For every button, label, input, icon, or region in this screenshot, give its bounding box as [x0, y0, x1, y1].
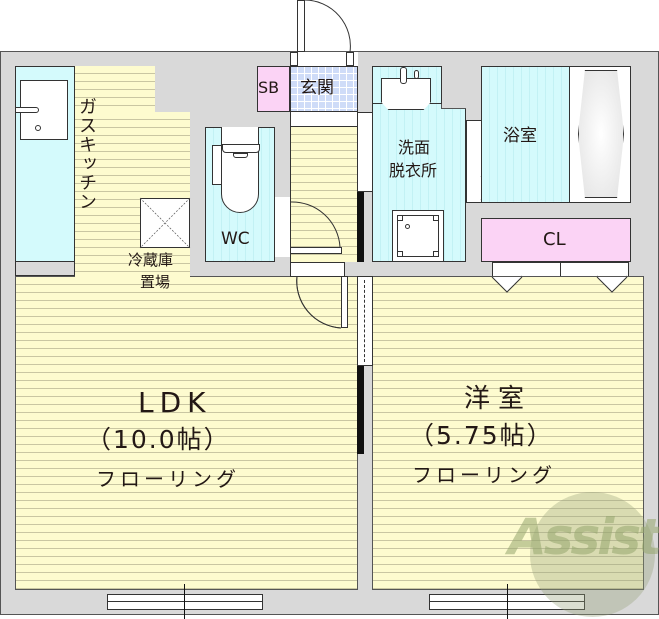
front-door-jamb-left — [290, 52, 298, 66]
hallway — [290, 127, 358, 262]
western-room-flooring: フローリング — [412, 463, 556, 487]
entrance-floor — [290, 66, 358, 112]
wc-doorway — [275, 197, 290, 257]
entrance-threshold — [290, 112, 358, 127]
bathroom-label: 浴室 — [503, 126, 537, 146]
bathroom-doorway — [466, 120, 482, 203]
ldk-size: （10.0帖） — [86, 425, 231, 454]
wc-door-leaf — [290, 247, 342, 254]
ldk-window — [107, 594, 263, 610]
vanity-tap — [414, 70, 419, 79]
closet-label: CL — [543, 229, 566, 250]
partition-dashline-overlay — [364, 280, 365, 362]
wm-corner-br — [433, 251, 439, 257]
ldk-room-main — [15, 276, 358, 590]
western-window-divider — [507, 584, 508, 619]
shoe-box — [257, 66, 290, 112]
western-room-size: （5.75帖） — [409, 421, 554, 450]
ldk-door-leaf-overlay — [341, 276, 348, 328]
partition-black-lower-overlay — [357, 366, 364, 454]
wm-drain — [405, 224, 410, 229]
watermark-circle — [530, 492, 655, 617]
western-room-name: 洋室 — [464, 384, 533, 414]
ldk-name: LDK — [138, 386, 212, 419]
front-door-swing-icon — [304, 0, 351, 53]
wm-corner-tl — [397, 215, 403, 221]
bathtub — [578, 70, 624, 198]
wc-label: WC — [221, 229, 250, 249]
fridge-label-2: 置場 — [140, 273, 171, 291]
western-room — [372, 276, 644, 590]
front-door-leaf — [297, 0, 305, 52]
washroom-notch-wall — [441, 66, 466, 109]
shoe-box-label: SB — [258, 78, 280, 97]
ldk-window-divider — [184, 584, 185, 619]
counter-base — [15, 262, 75, 276]
paper-holder — [212, 145, 222, 185]
front-door-jamb-right — [346, 52, 354, 66]
vanity-faucet — [400, 67, 407, 84]
wc-door-swing-icon — [289, 201, 341, 248]
entrance-step — [290, 52, 358, 66]
ldk-window-rail — [107, 601, 263, 602]
entrance-label: 玄関 — [300, 78, 334, 98]
toilet-handle — [233, 153, 248, 158]
kitchen-floor-lower — [75, 112, 190, 278]
fridge-label-1: 冷蔵庫 — [128, 251, 174, 269]
washroom-label-1: 洗面 — [398, 138, 431, 157]
closet-door-swing-overlay — [491, 276, 628, 293]
kitchen-label: ガスキッチン — [76, 97, 97, 211]
sliding-partition-upper — [357, 112, 373, 192]
closet-door-right — [560, 262, 629, 277]
partition-black-upper — [357, 192, 364, 262]
wm-corner-bl — [397, 251, 403, 257]
sliding-partition-lower-overlay — [357, 276, 373, 366]
vanity-basin — [381, 78, 431, 110]
partition-wall-lower — [358, 454, 372, 590]
ldk-flooring: フローリング — [96, 467, 240, 491]
toilet-seat-top — [222, 144, 260, 153]
faucet — [15, 107, 39, 113]
washroom-label-2: 脱衣所 — [389, 161, 438, 180]
ldk-door-arc-overlay — [296, 275, 342, 329]
closet — [481, 218, 631, 262]
fridge-cross-icon — [139, 197, 191, 249]
wm-corner-tr — [433, 215, 439, 221]
washing-machine-inner — [397, 215, 439, 257]
ldk-doorway — [290, 262, 345, 277]
watermark-logo: Assist — [508, 508, 659, 566]
drain — [35, 125, 41, 131]
closet-door-left — [492, 262, 561, 277]
